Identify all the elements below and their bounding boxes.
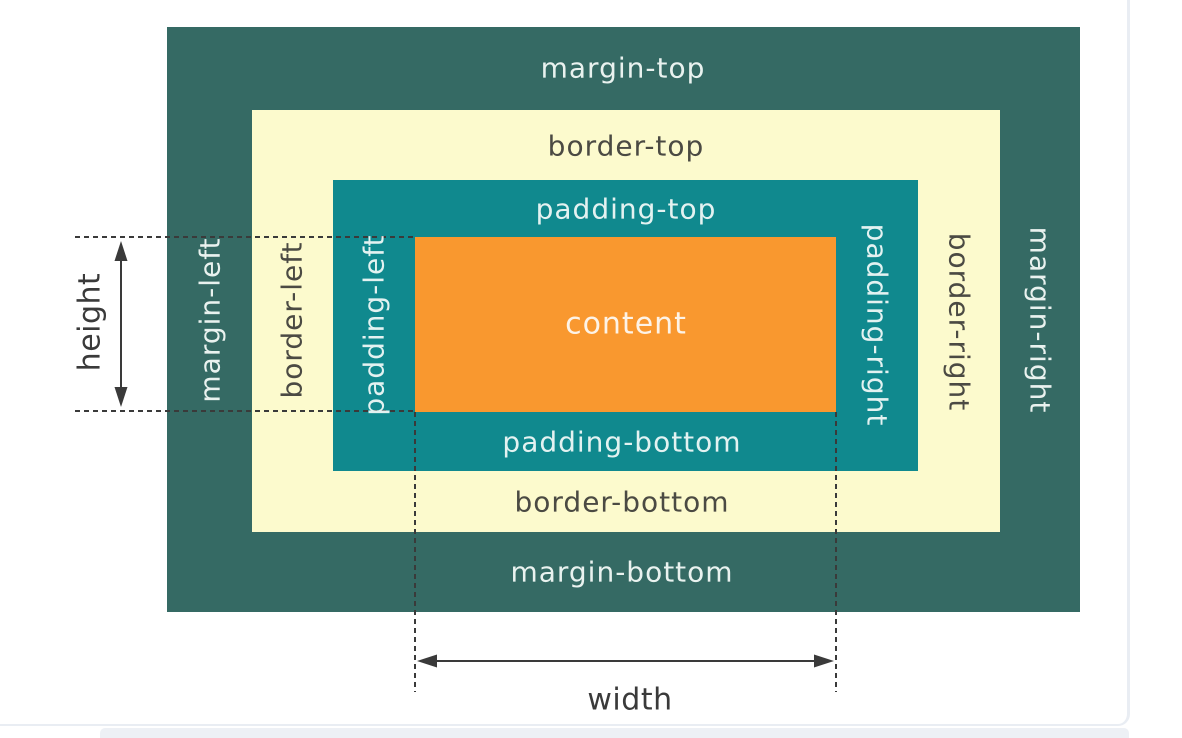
next-section-strip [100,728,1129,738]
content-area [415,237,836,412]
height-label: height [72,272,108,372]
border-top-label: border-top [547,129,705,163]
padding-left-label: padding-left [357,234,391,416]
border-right-label: border-right [942,232,976,412]
margin-right-label: margin-right [1023,226,1057,414]
width-label: width [587,682,673,718]
padding-top-label: padding-top [535,192,717,226]
padding-bottom-label: padding-bottom [502,425,742,459]
margin-left-label: margin-left [193,237,227,403]
border-bottom-label: border-bottom [514,485,730,519]
border-left-label: border-left [275,241,309,399]
margin-bottom-label: margin-bottom [510,555,734,589]
content-label: content [565,306,687,342]
margin-top-label: margin-top [540,51,706,85]
padding-right-label: padding-right [860,223,894,427]
